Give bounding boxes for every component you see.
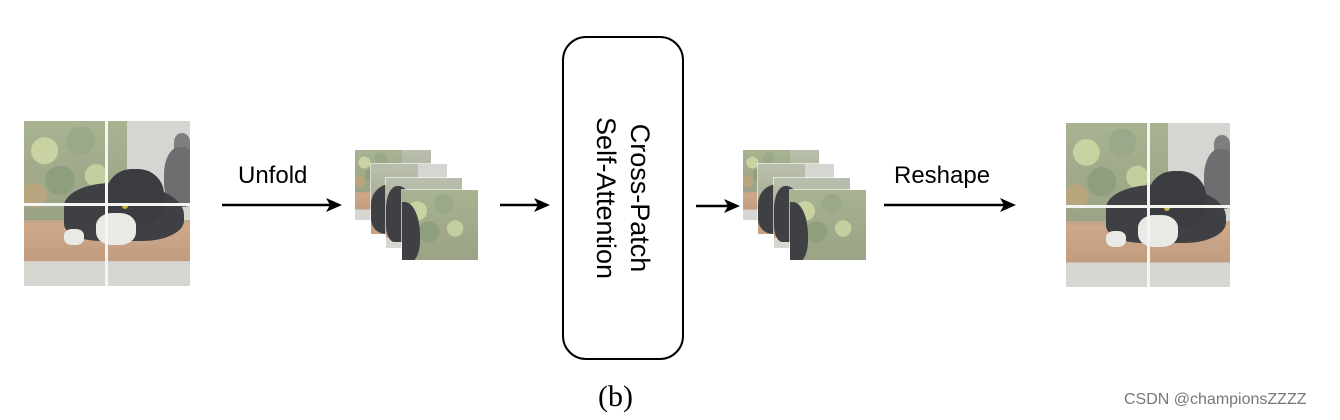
figure-caption: (b) (598, 380, 633, 413)
out-patch-4 (790, 190, 866, 260)
unfold-label: Unfold (238, 162, 308, 189)
reshape-arrow (884, 198, 1016, 212)
arrow-into-attention (500, 198, 550, 212)
cat-chest (1138, 215, 1178, 247)
arrow-out-of-attention (696, 199, 740, 213)
cat-paw (1106, 231, 1126, 247)
cross-patch-self-attention-block: Cross-Patch Self-Attention (562, 36, 684, 360)
cat-paw (64, 229, 84, 245)
cat-eye (1164, 205, 1170, 211)
reshape-label: Reshape (894, 162, 991, 189)
attention-label-line2: Self-Attention (591, 116, 621, 280)
watermark: CSDN @championsZZZZ (1124, 391, 1307, 408)
teapot-lid (174, 133, 190, 151)
teapot-lid (1214, 135, 1230, 153)
input-image (24, 121, 190, 286)
grid-line-horizontal (1066, 205, 1230, 208)
grid-line-horizontal (24, 203, 190, 206)
patch-4 (402, 190, 478, 260)
attention-label-line1: Cross-Patch (625, 123, 655, 273)
patch-cat (402, 202, 420, 260)
patch-cat (790, 202, 808, 260)
output-image (1066, 123, 1230, 287)
attention-label: Cross-Patch Self-Attention (589, 117, 657, 279)
unfold-arrow (222, 198, 342, 212)
cat-eye (122, 203, 128, 209)
cat-chest (96, 213, 136, 245)
